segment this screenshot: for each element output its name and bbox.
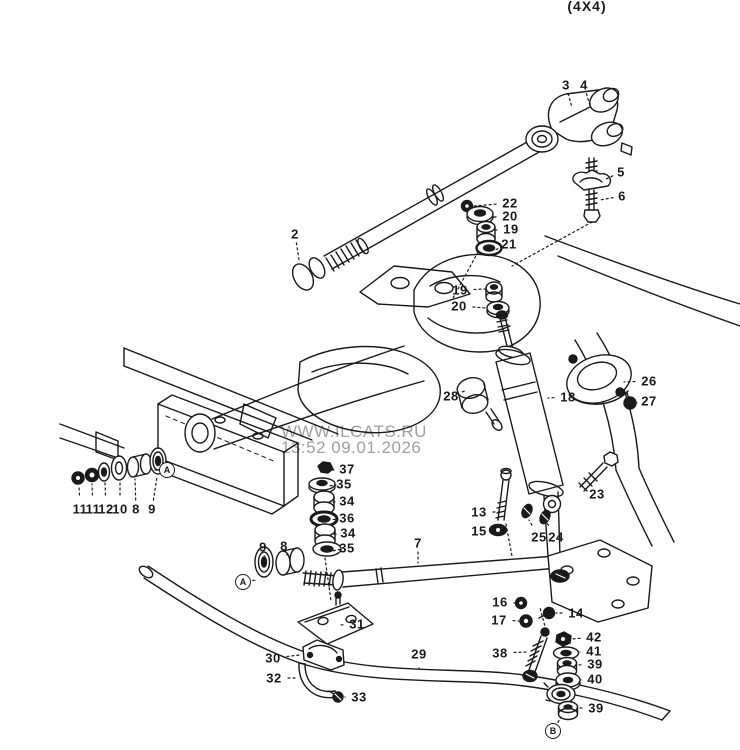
bar-clamp-art	[297, 591, 374, 703]
watermark-line1: WWW.ILCATS.RU	[281, 422, 427, 441]
diff-carrier-art	[413, 221, 593, 353]
shock-absorber-art	[495, 310, 564, 557]
bump-stop-art	[456, 376, 503, 431]
mount-bracket-art	[359, 265, 471, 308]
watermark-line2: 13:52 09.01.2026	[281, 438, 422, 457]
propeller-shaft-art	[291, 87, 633, 291]
link-bolt-art	[514, 596, 556, 683]
page-title: (4X4)	[567, 0, 607, 14]
left-bushing-set-art	[71, 447, 167, 485]
carrier-stud-art	[572, 157, 612, 223]
upper-bushing-stack-art	[460, 199, 503, 257]
center-stack-art	[308, 461, 342, 602]
lateral-rod-art	[254, 546, 559, 591]
right-stack-art	[543, 631, 581, 721]
leader-lines	[78, 93, 638, 723]
lower-bracket-art	[547, 539, 653, 623]
watermark: WWW.ILCATS.RU 13:52 09.01.2026	[281, 422, 427, 457]
flange-art	[566, 354, 637, 410]
axle-housing-art	[184, 345, 441, 453]
stabilizer-bar-art	[138, 565, 671, 721]
small-fasteners-art	[488, 451, 619, 557]
